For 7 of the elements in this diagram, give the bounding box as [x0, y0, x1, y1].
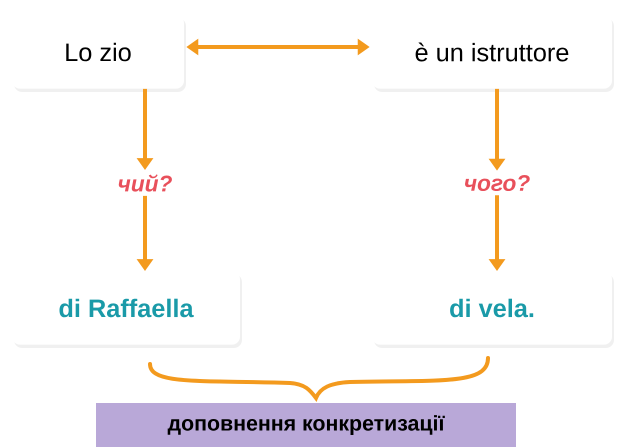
text-card: di Raffaella	[12, 271, 242, 348]
text-card: Lo zio	[12, 15, 186, 92]
question-word: чого?	[465, 174, 530, 192]
question-word: чий?	[118, 174, 172, 192]
text-card: è un istruttore	[372, 15, 614, 92]
label-band: доповнення конкретизації	[96, 403, 516, 447]
text-card: di vela.	[372, 271, 614, 348]
